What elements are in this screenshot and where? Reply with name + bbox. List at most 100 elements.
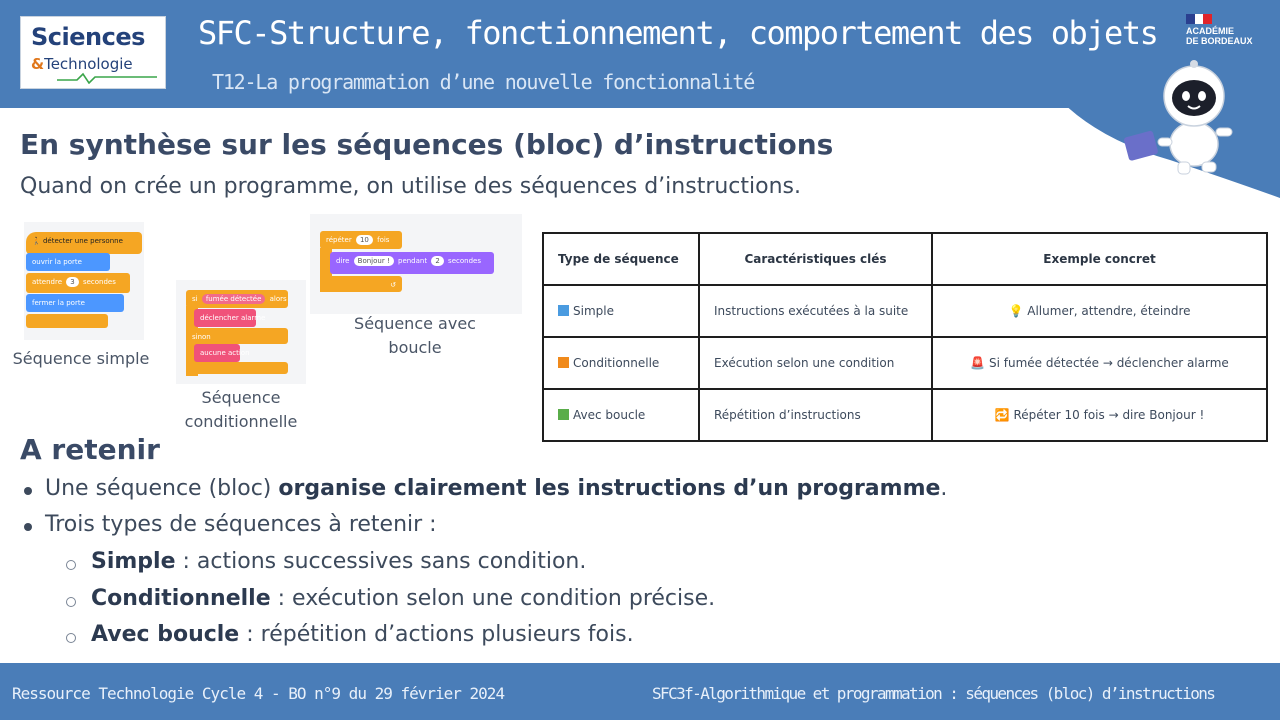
block-label: ouvrir la porte: [32, 258, 82, 266]
bullet-dot: [24, 523, 32, 531]
academie-line2: DE BORDEAUX: [1186, 36, 1253, 46]
block-label: dire: [336, 257, 350, 265]
bullet-bold: Conditionnelle: [91, 586, 271, 611]
sub-bullet-ring: [66, 560, 76, 570]
block-label: si: [192, 295, 198, 303]
block-slot: 10: [355, 235, 373, 245]
section-heading-synthese: En synthèse sur les séquences (bloc) d’i…: [20, 128, 834, 161]
caption-simple: Séquence simple: [12, 349, 150, 368]
block-close-door: fermer la porte: [26, 294, 124, 312]
sub-bullet-ring: [66, 597, 76, 607]
bullet-bold: Simple: [91, 549, 176, 574]
logo-line2-text: Technologie: [44, 55, 133, 73]
person-icon: 🚶: [32, 237, 41, 245]
page-title: SFC-Structure, fonctionnement, comportem…: [198, 14, 1159, 52]
academie-line1: ACADÉMIE: [1186, 26, 1235, 36]
sciences-technologie-logo: Sciences &Technologie: [20, 16, 166, 89]
block-open-door: ouvrir la porte: [26, 253, 110, 271]
sub-bullet-conditionnelle: Conditionnelle : exécution selon une con…: [91, 586, 715, 611]
block-repeat-end: ↺: [320, 276, 402, 292]
type-label: Simple: [573, 304, 614, 318]
footer-left-text: Ressource Technologie Cycle 4 - BO n°9 d…: [12, 684, 505, 703]
table-cell-example: 🔁 Répéter 10 fois → dire Bonjour !: [931, 388, 1268, 442]
block-trigger-alarm: déclencher alarme: [194, 309, 265, 327]
example-label: Répéter 10 fois → dire Bonjour !: [1013, 408, 1205, 422]
block-slot: 3: [66, 277, 79, 287]
sub-bullet-simple: Simple : actions successives sans condit…: [91, 549, 586, 574]
block-slot: 2: [431, 256, 444, 266]
block-label: répéter: [326, 236, 352, 244]
block-repeat: répéter 10 fois: [320, 231, 402, 249]
table-cell-example: 🚨 Si fumée détectée → déclencher alarme: [931, 336, 1268, 390]
footer-band: [0, 663, 1280, 720]
block-label: fermer la porte: [32, 299, 85, 307]
block-label: pendant: [398, 257, 428, 265]
bullet-dot: [24, 487, 32, 495]
table-cell-example: 💡 Allumer, attendre, éteindre: [931, 284, 1268, 338]
page-subtitle: T12-La programmation d’une nouvelle fonc…: [212, 70, 755, 94]
blue-square-icon: [558, 305, 569, 316]
bullet-organise: Une séquence (bloc) organise clairement …: [45, 476, 947, 501]
bullet-text: : répétition d’actions plusieurs fois.: [239, 622, 634, 647]
block-else: sinon: [186, 328, 288, 344]
sub-bullet-ring: [66, 633, 76, 643]
logo-line2: &Technologie: [31, 55, 133, 73]
block-label: sinon: [192, 333, 211, 341]
table-cell-feature: Instructions exécutées à la suite: [698, 284, 933, 338]
block-label: aucune action: [200, 349, 250, 357]
light-bulb-icon: 💡: [1008, 304, 1024, 318]
table-cell-type: Conditionnelle: [542, 336, 700, 390]
loop-arrow-icon: ↺: [390, 281, 396, 289]
green-square-icon: [558, 409, 569, 420]
section-heading-a-retenir: A retenir: [20, 433, 160, 466]
example-label: Allumer, attendre, éteindre: [1027, 304, 1191, 318]
table-row: Avec boucle Répétition d’instructions 🔁 …: [542, 388, 1268, 442]
sequence-types-table: Type de séquence Caractéristiques clés E…: [542, 232, 1268, 442]
block-label: secondes: [82, 278, 116, 286]
block-wait: attendre 3 secondes: [26, 273, 130, 293]
sub-bullet-boucle: Avec boucle : répétition d’actions plusi…: [91, 622, 634, 647]
block-no-action: aucune action: [194, 344, 250, 362]
table-header: Caractéristiques clés: [698, 232, 933, 286]
robot-mascot-icon: [1124, 60, 1233, 175]
table-cell-type: Avec boucle: [542, 388, 700, 442]
bullet-trois-types: Trois types de séquences à retenir :: [45, 512, 437, 537]
table-header-row: Type de séquence Caractéristiques clés E…: [542, 232, 1268, 286]
table-row: Conditionnelle Exécution selon une condi…: [542, 336, 1268, 390]
logo-amp: &: [31, 55, 45, 73]
repeat-icon: 🔁: [994, 408, 1010, 422]
bullet-text: Une séquence (bloc): [45, 476, 279, 501]
footer-right-text: SFC3f-Algorithmique et programmation : s…: [652, 684, 1216, 703]
block-label: fois: [377, 236, 390, 244]
example-label: Si fumée détectée → déclencher alarme: [988, 356, 1229, 370]
table-header: Type de séquence: [542, 232, 700, 286]
table-cell-feature: Répétition d’instructions: [698, 388, 933, 442]
type-label: Avec boucle: [573, 408, 646, 422]
bullet-bold: organise clairement les instructions d’u…: [278, 476, 941, 501]
siren-icon: 🚨: [970, 356, 986, 370]
caption-line: Séquence: [201, 388, 281, 407]
bullet-text: : actions successives sans condition.: [175, 549, 587, 574]
french-flag-icon: [1186, 14, 1213, 24]
table-cell-feature: Exécution selon une condition: [698, 336, 933, 390]
block-label: secondes: [448, 257, 481, 265]
caption-line: boucle: [388, 338, 442, 357]
orange-square-icon: [558, 357, 569, 368]
header-band: [0, 0, 1280, 108]
caption-line: conditionnelle: [184, 412, 298, 431]
logo-line1: Sciences: [31, 23, 145, 51]
block-slot: Bonjour !: [353, 256, 394, 266]
logo-wave-icon: [57, 72, 157, 84]
table-row: Simple Instructions exécutées à la suite…: [542, 284, 1268, 338]
section-lead: Quand on crée un programme, on utilise d…: [20, 174, 801, 199]
block-say: dire Bonjour ! pendant 2 secondes: [330, 252, 494, 274]
table-cell-type: Simple: [542, 284, 700, 338]
caption-conditional: Séquence conditionnelle: [166, 386, 316, 434]
bullet-bold: Avec boucle: [91, 622, 240, 647]
bullet-text: : exécution selon une condition précise.: [270, 586, 716, 611]
block-condition: fumée détectée: [201, 294, 266, 304]
block-if: si fumée détectée alors: [186, 290, 288, 308]
table-header: Exemple concret: [931, 232, 1268, 286]
block-label: alors: [269, 295, 287, 303]
block-simple-end: [26, 314, 108, 328]
